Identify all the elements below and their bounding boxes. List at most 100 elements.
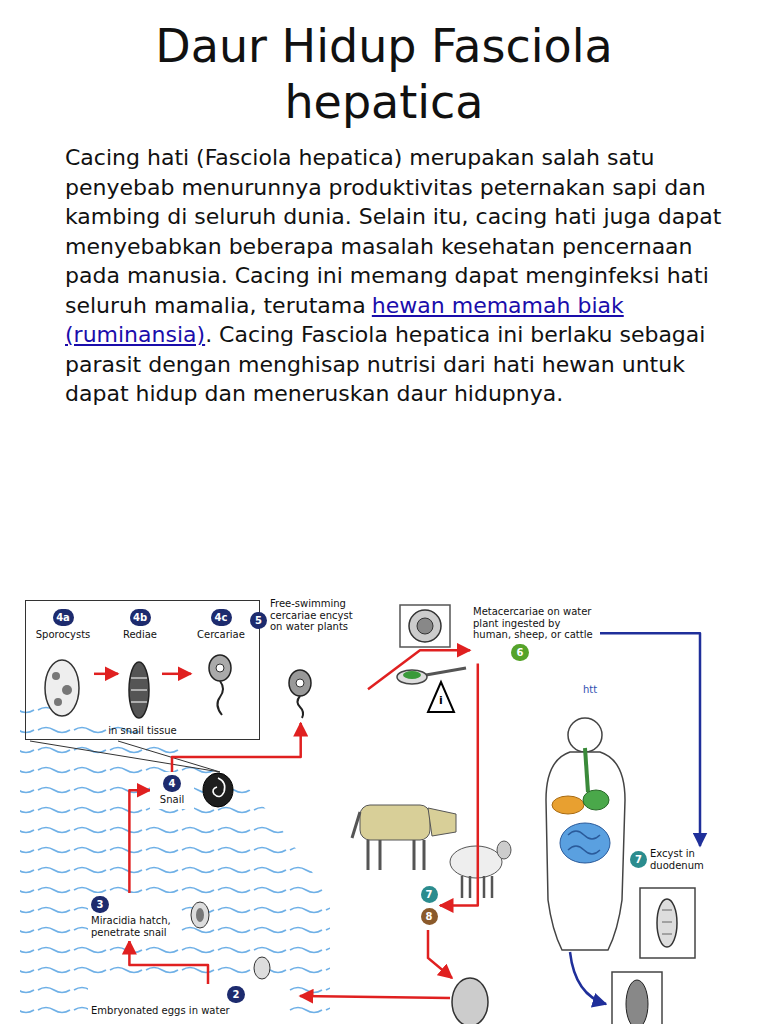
callout-number: 7	[630, 851, 647, 868]
adult-fluke-inset	[626, 980, 648, 1024]
adult-fluke-inset	[612, 972, 662, 1024]
callout-number: 3	[91, 896, 109, 913]
water-waves	[20, 700, 330, 1024]
excyst-inset	[662, 910, 672, 934]
paragraph-text: Cacing hati (Fasciola hepatica) merupaka…	[65, 145, 721, 318]
spoon-with-plant	[397, 668, 466, 684]
spoon-with-plant	[397, 670, 427, 684]
callout-number: 6	[511, 644, 529, 661]
callout-number: 5	[250, 612, 267, 629]
stage-box: 5Free-swimming cercariae encyst on water…	[250, 598, 368, 723]
metacercaria-icon	[400, 605, 450, 647]
human-body	[585, 748, 588, 792]
redia	[131, 678, 147, 702]
free-cercaria	[296, 679, 304, 687]
host-stage-numbers: 78	[418, 886, 440, 925]
embryonated-egg	[254, 957, 270, 979]
human-body	[546, 718, 625, 950]
callout-number: 4	[163, 775, 181, 792]
sporocyst	[45, 660, 79, 716]
red-arrow	[300, 996, 450, 998]
red-cycle-arrow	[368, 650, 470, 689]
cercaria-in-snail	[209, 655, 231, 715]
cow	[360, 805, 430, 840]
cercaria-in-snail	[217, 681, 223, 715]
sporocyst	[62, 685, 72, 695]
stage-label: Cercariae	[191, 629, 251, 641]
snail-tissue-box: in snail tissue 4aSporocysts 4bRediae 4cCer…	[25, 600, 260, 740]
snail-shell	[213, 778, 225, 797]
intro-paragraph: Cacing hati (Fasciola hepatica) merupaka…	[65, 143, 745, 409]
human-body	[583, 790, 609, 810]
stage-box: 4bRediae	[118, 609, 162, 717]
red-cycle-arrow	[129, 941, 208, 984]
callout-number: 2	[227, 986, 245, 1003]
callout-number: 8	[421, 908, 438, 925]
cow	[428, 808, 456, 836]
stage-box: 4Snail	[150, 772, 194, 809]
cercaria-in-snail	[209, 655, 231, 681]
redia	[129, 662, 149, 718]
snail-shell	[203, 773, 233, 807]
human-body	[568, 718, 602, 752]
blue-cycle-arrow	[600, 633, 700, 846]
human-body	[568, 831, 600, 854]
sheep	[497, 841, 511, 859]
cow	[352, 805, 456, 870]
red-cycle-arrow	[172, 723, 301, 772]
warning-sign: i	[437, 695, 445, 707]
page-title: Daur Hidup Fasciola hepatica	[100, 18, 668, 130]
hatching-egg	[191, 902, 209, 928]
blue-arrow	[570, 952, 606, 1004]
stage-label: in snail tissue	[26, 725, 259, 737]
red-cycle-arrow	[94, 673, 118, 676]
red-cycle-arrow	[440, 664, 478, 906]
stage-box: 2Embryonated eggs in water	[88, 984, 288, 1019]
callout-number: 4b	[130, 609, 151, 626]
metacercaria-icon	[400, 605, 450, 647]
sporocyst	[45, 660, 79, 716]
red-cycle-arrow	[162, 673, 191, 676]
sheep	[450, 846, 502, 878]
excyst-inset	[640, 888, 695, 958]
metacercaria-icon	[417, 618, 433, 634]
snail-shell	[203, 773, 233, 807]
free-cercaria	[289, 670, 311, 718]
human-body	[552, 796, 584, 814]
stage-label: Excyst in duodenum	[650, 848, 726, 871]
hatching-egg	[191, 902, 209, 928]
sporocyst	[54, 698, 62, 706]
hatching-egg	[196, 908, 204, 922]
cow	[352, 812, 424, 870]
excyst-inset	[657, 899, 677, 947]
callout-number: 4a	[53, 609, 74, 626]
watermark: htt	[583, 684, 597, 696]
stage-box: 4aSporocysts	[32, 609, 94, 717]
red-cycle-arrow	[129, 790, 150, 893]
excyst-inset	[640, 888, 695, 958]
warning-triangle	[428, 682, 454, 712]
spoon-with-plant	[426, 668, 466, 675]
stage-box: 3Miracidia hatch, penetrate snail	[88, 893, 180, 941]
spoon-with-plant	[403, 671, 421, 679]
adult-fluke-inset	[612, 972, 662, 1024]
stage-label: Free-swimming cercariae encyst on water …	[270, 598, 368, 633]
sporocyst	[52, 672, 60, 680]
free-cercaria	[298, 696, 304, 718]
redia	[129, 662, 149, 718]
red-arrow	[428, 930, 452, 978]
stage-label: Snail	[153, 794, 191, 806]
human-body	[560, 823, 610, 863]
sheep	[450, 841, 511, 898]
cercaria-in-snail	[216, 664, 224, 672]
unembryonated-egg	[452, 978, 488, 1024]
stage-box: 4cCercariae	[191, 609, 251, 717]
stage-box: Metacercariae on water plant ingested by…	[470, 603, 600, 664]
callout-number: 4c	[211, 609, 232, 626]
callout-number: 7	[421, 886, 438, 903]
stage-box: 7Excyst in duodenum	[628, 846, 728, 873]
stage-label: Rediae	[118, 629, 162, 641]
stage-label: Metacercariae on water plant ingested by…	[473, 606, 597, 641]
stage-label: Miracidia hatch, penetrate snail	[91, 915, 177, 938]
stage-label: Embryonated eggs in water	[91, 1005, 285, 1017]
